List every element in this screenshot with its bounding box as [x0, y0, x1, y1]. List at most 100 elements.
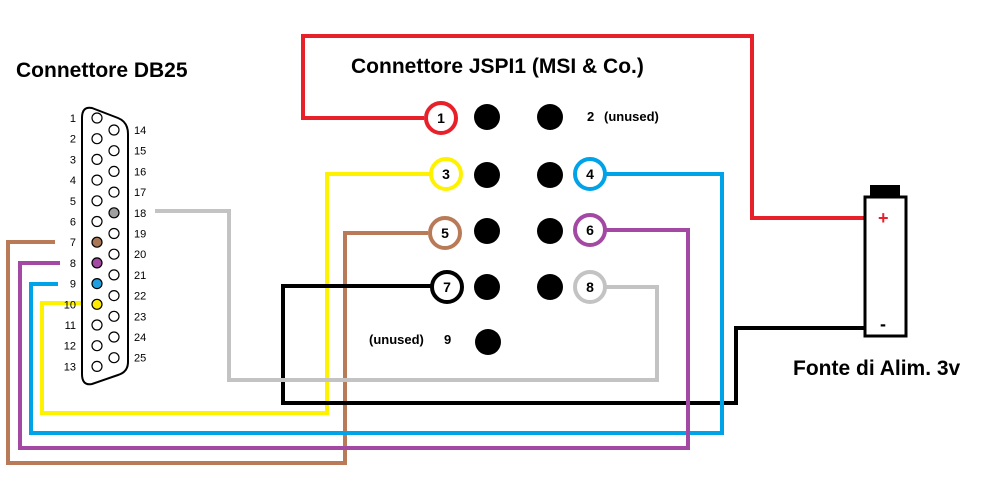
jspi1-dot-1 [474, 104, 500, 130]
db25-pin-1 [91, 112, 103, 124]
db25-pin-22 [108, 290, 120, 302]
jspi1-pin-2-note: (unused) [604, 109, 659, 124]
wire-purple [18, 228, 690, 450]
db25-pin-label-11: 11 [65, 320, 76, 332]
battery-plus: + [878, 208, 889, 228]
jspi1-dot-9 [475, 329, 501, 355]
battery-terminal [870, 185, 900, 198]
db25-pin-label-15: 15 [134, 146, 146, 158]
db25-pin-label-9: 9 [70, 279, 76, 291]
db25-pin-label-19: 19 [134, 229, 146, 241]
db25-shell [81, 106, 129, 386]
db25-pin-label-20: 20 [134, 249, 146, 261]
db25-pin-label-6: 6 [70, 217, 76, 229]
wire-black [281, 284, 866, 405]
db25-pin-9 [91, 278, 103, 290]
db25-pin-11 [91, 319, 103, 331]
jspi1-dots [474, 104, 563, 355]
db25-pin-label-16: 16 [134, 166, 146, 178]
db25-pin-7 [91, 236, 103, 248]
jspi1-dot-8 [537, 274, 563, 300]
wire-red [301, 34, 866, 220]
jspi1-pin-8-label: 8 [586, 279, 594, 295]
jspi1-pin-numbers: 1 3 4 5 6 7 8 [437, 110, 594, 295]
db25-pin-label-5: 5 [70, 196, 76, 208]
db25-pin-label-4: 4 [70, 175, 76, 187]
db25-pin-23 [108, 310, 120, 322]
jspi1-pin-4-label: 4 [586, 166, 594, 182]
wire-brown [6, 231, 428, 465]
jspi1-dot-2 [537, 104, 563, 130]
battery-minus: - [880, 314, 886, 334]
jspi1-pin-9-label: 9 [444, 332, 451, 347]
wire-blue [29, 172, 724, 435]
db25-pin-label-25: 25 [134, 353, 146, 365]
db25-pin-21 [108, 269, 120, 281]
db25-pin-label-14: 14 [134, 125, 146, 137]
db25-title: Connettore DB25 [16, 59, 188, 82]
db25-pin-17 [108, 186, 120, 198]
db25-pin-20 [108, 248, 120, 260]
jspi1-pin-5-ring [428, 216, 462, 250]
db25-pin-15 [108, 145, 120, 157]
db25-pin-label-23: 23 [134, 311, 146, 323]
db25-pin-3 [91, 153, 103, 165]
db25-pin-label-24: 24 [134, 332, 146, 344]
jspi1-pin-1-label: 1 [437, 110, 445, 126]
db25-bottom-row: 14 15 16 17 18 19 20 21 22 23 24 25 [108, 124, 146, 365]
jspi1-pin-1-ring [424, 101, 458, 135]
db25-pin-4 [91, 174, 103, 186]
jspi1-pin-3-ring [429, 157, 463, 191]
db25-pin-label-2: 2 [70, 134, 76, 146]
db25-pin-label-10: 10 [64, 299, 76, 311]
jspi1-pin-5-label: 5 [441, 225, 449, 241]
db25-pin-16 [108, 165, 120, 177]
db25-pin-label-21: 21 [134, 270, 146, 282]
jspi1-dot-4 [537, 162, 563, 188]
jspi1-pin-6-ring [573, 213, 607, 247]
jspi1-pin-4-ring [573, 157, 607, 191]
db25-pin-label-17: 17 [134, 187, 146, 199]
jspi1-dot-6 [537, 218, 563, 244]
jspi1-pin-7-ring [430, 270, 464, 304]
jspi1-pin-7-label: 7 [443, 279, 451, 295]
jspi1-pin-8-ring [573, 270, 607, 304]
db25-pin-label-13: 13 [64, 361, 76, 373]
jspi1-dot-5 [474, 218, 500, 244]
db25-pin-13 [91, 360, 103, 372]
db25-pin-label-7: 7 [70, 237, 76, 249]
db25-pin-2 [91, 133, 103, 145]
db25-pin-label-22: 22 [134, 291, 146, 303]
db25-pin-18 [108, 207, 120, 219]
power-title: Fonte di Alim. 3v [793, 357, 961, 380]
db25-pin-14 [108, 124, 120, 136]
db25-pin-label-8: 8 [70, 258, 76, 270]
db25-pin-5 [91, 195, 103, 207]
jspi1-dot-7 [474, 274, 500, 300]
db25-pin-label-12: 12 [64, 341, 76, 353]
db25-pin-24 [108, 331, 120, 343]
wires [6, 34, 866, 465]
db25-pin-10 [91, 298, 103, 310]
jspi1-pin-9-note: (unused) [369, 332, 424, 347]
db25-pin-8 [91, 257, 103, 269]
db25-pin-label-3: 3 [70, 154, 76, 166]
db25-pin-6 [91, 215, 103, 228]
jspi1-pin-6-label: 6 [586, 222, 594, 238]
db25-pin-25 [108, 352, 120, 364]
db25-pin-12 [91, 340, 103, 352]
db25-pin-19 [108, 227, 120, 240]
battery-body [863, 195, 908, 338]
jspi1-dot-3 [474, 162, 500, 188]
db25-pin-label-1: 1 [70, 113, 76, 125]
db25-pin-label-18: 18 [134, 208, 146, 220]
jspi1-pin-3-label: 3 [442, 166, 450, 182]
jspi1-pin-rings [424, 101, 607, 304]
jspi1-pin-2-label: 2 [587, 109, 594, 124]
wire-gray [155, 209, 659, 382]
jspi1-title: Connettore JSPI1 (MSI & Co.) [351, 55, 644, 78]
wire-yellow [40, 172, 432, 415]
